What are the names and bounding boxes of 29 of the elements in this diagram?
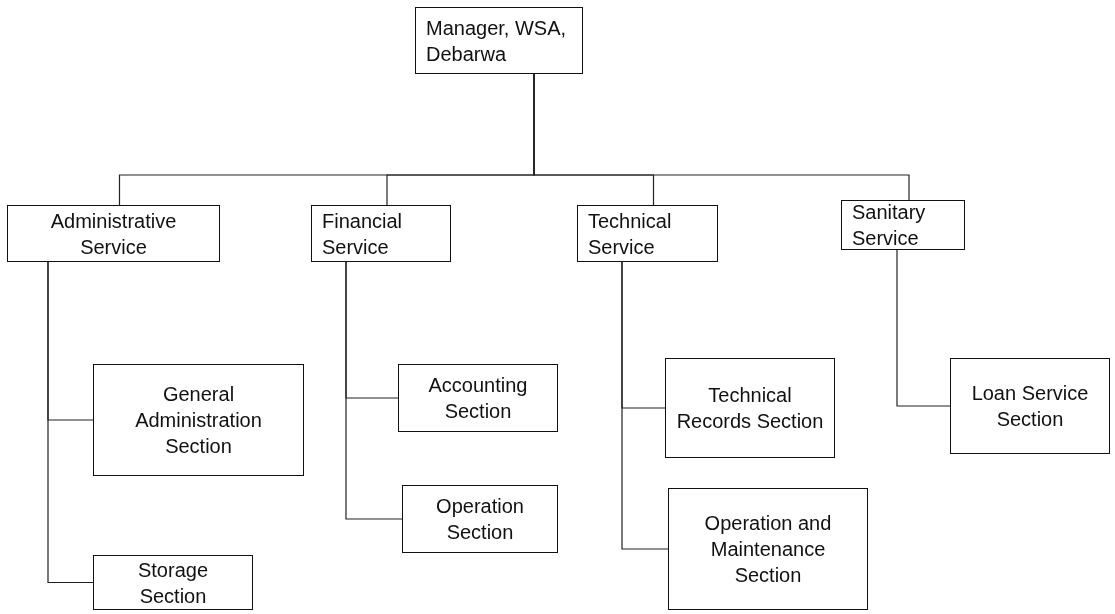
org-unit-box: [402, 485, 558, 553]
unit-name: Administrative Service: [49, 208, 178, 260]
unit-name: Technical Service: [588, 208, 673, 260]
connector-line: [533, 73, 910, 201]
unit-name: Operation Section: [435, 494, 525, 545]
unit-name: Loan Service Section: [970, 381, 1090, 432]
unit-name: General Administration Section: [134, 382, 263, 459]
unit-name: Technical Records Section: [676, 383, 824, 434]
org-unit-box: [7, 205, 220, 262]
unit-name: Operation and Maintenance Section: [703, 511, 833, 588]
org-unit-box: [415, 7, 583, 74]
connector-line: [896, 249, 951, 407]
connector-line: [621, 261, 669, 550]
org-unit-box: [398, 364, 558, 432]
org-unit-box: [950, 358, 1110, 454]
org-unit-box: [93, 555, 253, 610]
unit-name: Sanitary Service: [852, 200, 927, 251]
org-unit-box: [665, 358, 835, 458]
org-unit-box: [93, 364, 304, 476]
org-unit-box: [577, 205, 718, 262]
unit-name: Accounting Section: [427, 373, 529, 424]
unit-name: Financial Service: [322, 208, 404, 260]
connector-line: [345, 261, 403, 520]
org-unit-box: [311, 205, 451, 262]
org-unit-box: [668, 488, 868, 610]
connector-line: [47, 261, 94, 584]
unit-name: Manager, WSA, Debarwa: [426, 15, 568, 67]
org-unit-box: [841, 200, 965, 250]
unit-name: Storage Section: [136, 557, 210, 609]
